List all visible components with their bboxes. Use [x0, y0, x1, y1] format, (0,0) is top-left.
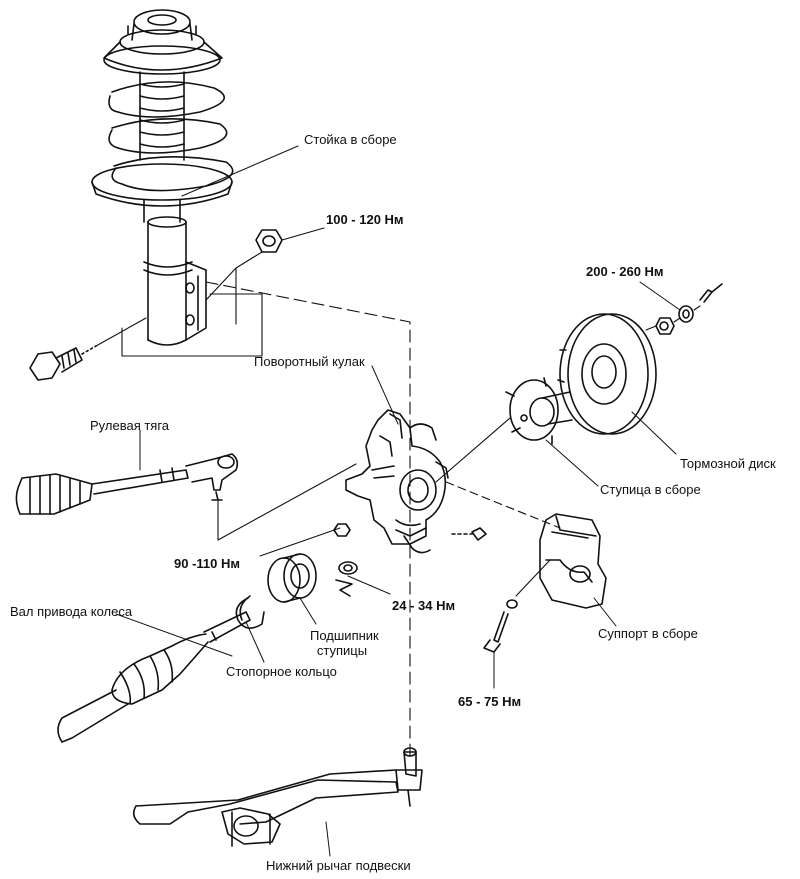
knuckle-bolt: [451, 527, 487, 541]
strut-assembly: [91, 9, 234, 346]
leader-knuckle-nut: [259, 527, 341, 557]
label-strut-assembly: Стойка в сборе: [304, 132, 397, 147]
label-torque-ball-joint: 24 - 34 Нм: [392, 598, 456, 613]
brake-disc: [557, 313, 657, 435]
ball-joint-nut: [335, 561, 358, 597]
label-torque-caliper-bolt: 65 - 75 Нм: [458, 694, 522, 709]
snap-ring: [235, 595, 265, 629]
lower-control-arm: [132, 747, 423, 847]
hub-bearing: [267, 553, 317, 603]
leader-hub-nut: [639, 281, 681, 311]
strut-nut: [255, 229, 283, 253]
dashed-axis-line: [205, 281, 411, 761]
tie-rod-projection: [217, 463, 357, 541]
caliper-bolt: [483, 599, 518, 653]
hub-assembly: [505, 377, 573, 445]
label-hub-bearing: Подшипник ступицы: [310, 628, 379, 658]
leader-strut: [181, 145, 299, 197]
leader-snap-ring: [245, 621, 265, 663]
strut-bolt: [29, 345, 97, 381]
label-snap-ring: Стопорное кольцо: [226, 664, 337, 679]
hub-washer: [678, 305, 694, 323]
label-hub-bearing-line1: Подшипник: [310, 628, 379, 643]
caliper-dashed-line: [445, 481, 561, 529]
leader-strut-nut: [281, 227, 325, 241]
steering-knuckle: [345, 409, 449, 554]
label-tie-rod: Рулевая тяга: [90, 418, 170, 433]
hub-nut: [655, 317, 675, 335]
label-brake-disc: Тормозной диск: [680, 456, 776, 471]
drive-shaft: [57, 611, 251, 743]
label-steering-knuckle: Поворотный кулак: [254, 354, 365, 369]
label-hub-assembly: Ступица в сборе: [600, 482, 701, 497]
leader-caliper: [593, 597, 617, 627]
leader-hub: [545, 439, 599, 487]
hub-axis-left: [435, 417, 511, 483]
leader-drive-shaft: [115, 613, 233, 657]
tie-rod: [15, 453, 239, 515]
label-drive-shaft: Вал привода колеса: [10, 604, 133, 619]
caliper-bolt-line: [515, 559, 551, 597]
label-lower-control-arm: Нижний рычаг подвески: [266, 858, 411, 873]
label-torque-knuckle-nut: 90 -110 Нм: [174, 556, 240, 571]
label-torque-strut-bolt: 100 - 120 Нм: [326, 212, 404, 227]
leader-lines: [115, 145, 681, 857]
leader-bearing: [299, 597, 317, 625]
knuckle-nut: [333, 523, 351, 537]
cotter-pin: [699, 283, 723, 303]
label-caliper-assembly: Суппорт в сборе: [598, 626, 698, 641]
label-torque-hub-nut: 200 - 260 Нм: [586, 264, 664, 279]
hub-axis-line: [645, 305, 701, 331]
leader-lower-arm: [325, 821, 331, 857]
label-hub-bearing-line2: ступицы: [316, 643, 368, 658]
caliper-assembly: [539, 513, 607, 609]
leader-brake-disc: [631, 411, 677, 455]
leader-ball-joint: [347, 575, 391, 595]
strut-projection-lines: [95, 251, 263, 357]
leader-knuckle: [371, 365, 399, 425]
